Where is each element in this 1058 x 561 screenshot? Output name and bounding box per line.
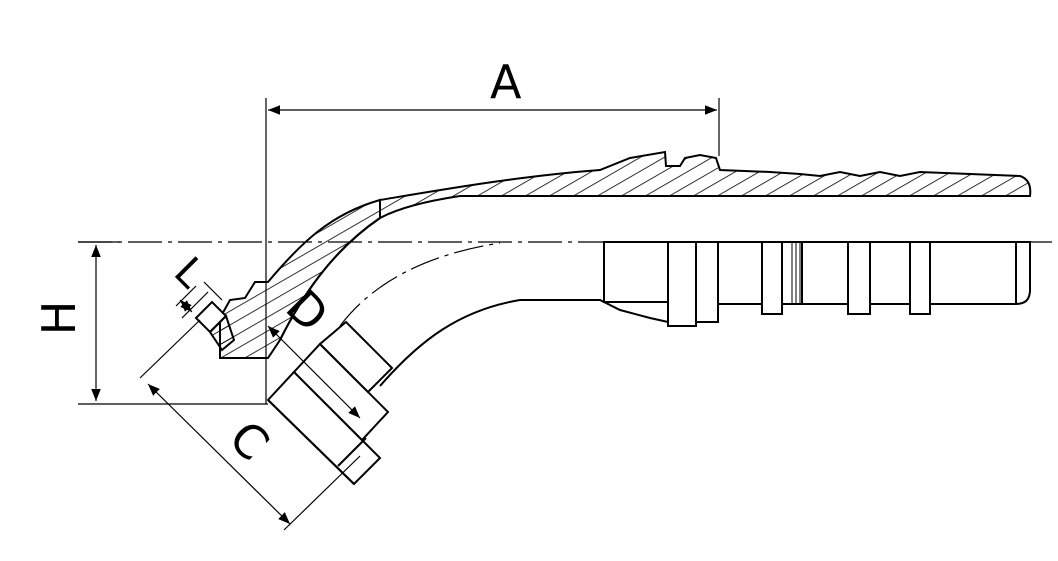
bore-outline <box>279 195 1030 341</box>
label-L: L <box>165 249 214 298</box>
tail-section-wall <box>379 150 1032 220</box>
seal-groove <box>194 300 236 352</box>
fitting-exterior-lower <box>379 241 1031 387</box>
dimension-A <box>265 98 720 404</box>
dimension-D <box>267 325 361 419</box>
dimension-C <box>139 319 361 531</box>
label-C: C <box>219 410 280 471</box>
dimension-L <box>175 281 223 319</box>
flange-head <box>266 320 394 486</box>
label-H: H <box>32 301 86 336</box>
label-A: A <box>490 55 522 109</box>
